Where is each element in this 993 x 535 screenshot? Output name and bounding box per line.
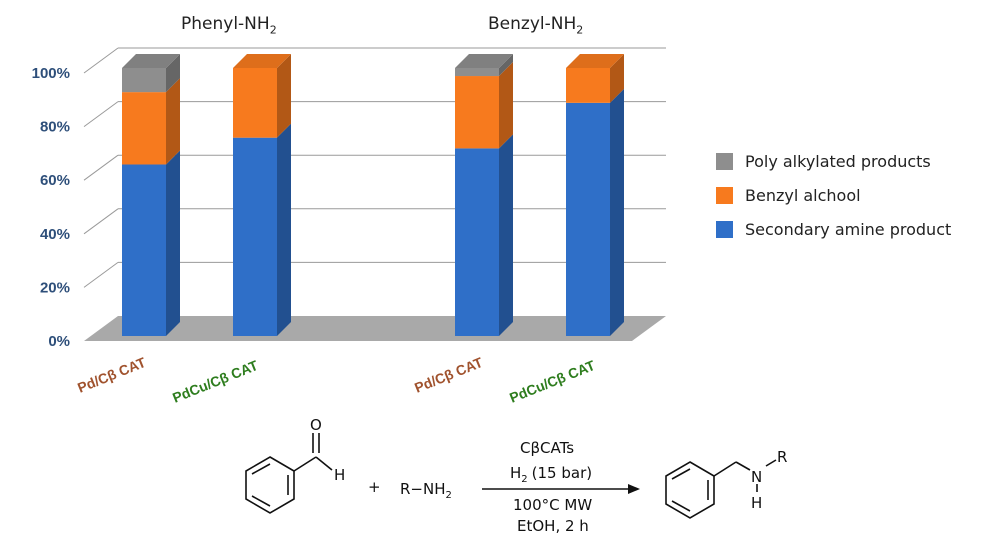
y-axis-layer: 0% 20% 40% 60% 80% 100% <box>32 65 70 350</box>
legend-item-poly-alkylated: Poly alkylated products <box>716 144 951 178</box>
bar-segment-front <box>122 164 166 336</box>
bar-segment-side <box>166 150 180 336</box>
gridline-diagonal <box>83 154 119 181</box>
product-nitrogen-label: N <box>751 468 762 486</box>
legend-swatch-poly-alkylated <box>716 152 733 170</box>
bar-segment <box>122 78 180 165</box>
conditions-hydrogen-pressure: H2(15 bar) <box>510 464 592 485</box>
benzaldehyde-ring-to-carbonyl <box>293 456 317 472</box>
bar-segment-front <box>122 92 166 165</box>
benzaldehyde-ring-double-1 <box>251 463 271 475</box>
reaction-arrow-head <box>628 484 640 494</box>
bar-segment-side <box>499 62 513 149</box>
product-ring <box>665 461 715 519</box>
legend-swatch-benzyl-alchool <box>716 186 733 204</box>
chart-floor <box>84 316 666 341</box>
y-tick-label: 100% <box>32 65 70 82</box>
x-category-label: PdCu/Cβ CAT <box>507 357 598 406</box>
x-category-label: PdCu/Cβ CAT <box>170 357 261 406</box>
product-ring-to-ch2 <box>713 461 737 477</box>
bar-segment-top <box>233 54 291 68</box>
product-ring-double-3 <box>671 500 691 512</box>
chart-legend: Poly alkylated products Benzyl alchool S… <box>716 144 951 246</box>
bar-segment-side <box>610 54 624 103</box>
product-ch2-to-n <box>735 461 751 471</box>
bar-segment-side <box>277 123 291 337</box>
conditions-solvent-time: EtOH, 2 h <box>517 517 589 535</box>
bar-segment-top <box>122 54 180 68</box>
benzaldehyde-ring-double-3 <box>251 495 271 507</box>
bar-segment <box>566 54 624 103</box>
bar-segment-front <box>233 68 277 138</box>
conditions-catalyst: CβCATs <box>520 439 574 457</box>
product-r-label: R <box>777 448 787 466</box>
legend-label-benzyl-alchool: Benzyl alchool <box>745 185 861 205</box>
y-tick-label: 20% <box>40 279 70 296</box>
legend-label-poly-alkylated: Poly alkylated products <box>745 151 931 171</box>
bar-segment-front <box>455 148 499 336</box>
product-ring-double-1 <box>671 468 691 480</box>
bar-segment <box>455 54 513 77</box>
bar-segment-front <box>122 68 166 93</box>
bar-segment-side <box>166 78 180 165</box>
bar-segment-side <box>166 54 180 93</box>
bar-segment <box>233 54 291 138</box>
gridline-diagonal <box>83 261 119 288</box>
x-category-label-layer: Pd/Cβ CAT PdCu/Cβ CAT Pd/Cβ CAT PdCu/Cβ CAT <box>75 354 598 406</box>
benzaldehyde-ring <box>245 456 295 514</box>
aldehyde-oxygen-label: O <box>310 416 322 434</box>
bar-segment-front <box>233 137 277 336</box>
bar-segment-side <box>277 54 291 138</box>
bar-layer <box>122 54 624 337</box>
bar-segment <box>566 88 624 336</box>
gridline-diagonal <box>83 208 119 235</box>
product-n-to-r <box>765 459 777 467</box>
conditions-temperature: 100°C MW <box>513 496 592 514</box>
reaction-scheme: O H + R−NH2 CβCATs H2(15 bar) 100°C MW E… <box>245 416 787 535</box>
y-tick-label: 40% <box>40 226 70 243</box>
gridline-diagonal <box>83 101 119 128</box>
product-hydrogen-label: H <box>751 494 762 512</box>
aldehyde-hydrogen-label: H <box>334 466 345 484</box>
plus-sign: + <box>368 478 381 496</box>
bar-segment <box>233 123 291 337</box>
legend-label-secondary-amine: Secondary amine product <box>745 219 952 239</box>
bar-segment <box>455 62 513 149</box>
y-tick-label: 60% <box>40 172 70 189</box>
bar-segment-side <box>499 54 513 77</box>
carbonyl-to-h <box>315 456 333 471</box>
group-title-benzyl: Benzyl-NH2 <box>488 14 584 37</box>
gridline-diagonal <box>83 47 119 74</box>
bar-segment-front <box>455 76 499 149</box>
amine-reactant-label: R−NH2 <box>400 480 452 501</box>
bar-segment <box>455 134 513 336</box>
x-category-label: Pd/Cβ CAT <box>412 354 485 396</box>
bar-segment-front <box>566 102 610 336</box>
y-tick-label: 80% <box>40 119 70 136</box>
bar-segment-side <box>610 88 624 336</box>
bar-segment <box>122 54 180 93</box>
x-category-label: Pd/Cβ CAT <box>75 354 148 396</box>
product-structure <box>665 459 777 519</box>
group-title-phenyl: Phenyl-NH2 <box>181 14 277 37</box>
bar-segment-front <box>566 68 610 103</box>
bar-segment-front <box>455 68 499 77</box>
legend-item-secondary-amine: Secondary amine product <box>716 212 951 246</box>
benzaldehyde-structure <box>245 433 333 514</box>
bar-segment-top <box>566 54 624 68</box>
bar-segment-side <box>499 134 513 336</box>
bar-segment <box>122 150 180 336</box>
bar-segment-top <box>455 54 513 68</box>
legend-swatch-secondary-amine <box>716 220 733 238</box>
y-tick-label: 0% <box>48 333 70 350</box>
chart-floor-layer <box>84 316 666 341</box>
legend-item-benzyl-alchool: Benzyl alchool <box>716 178 951 212</box>
